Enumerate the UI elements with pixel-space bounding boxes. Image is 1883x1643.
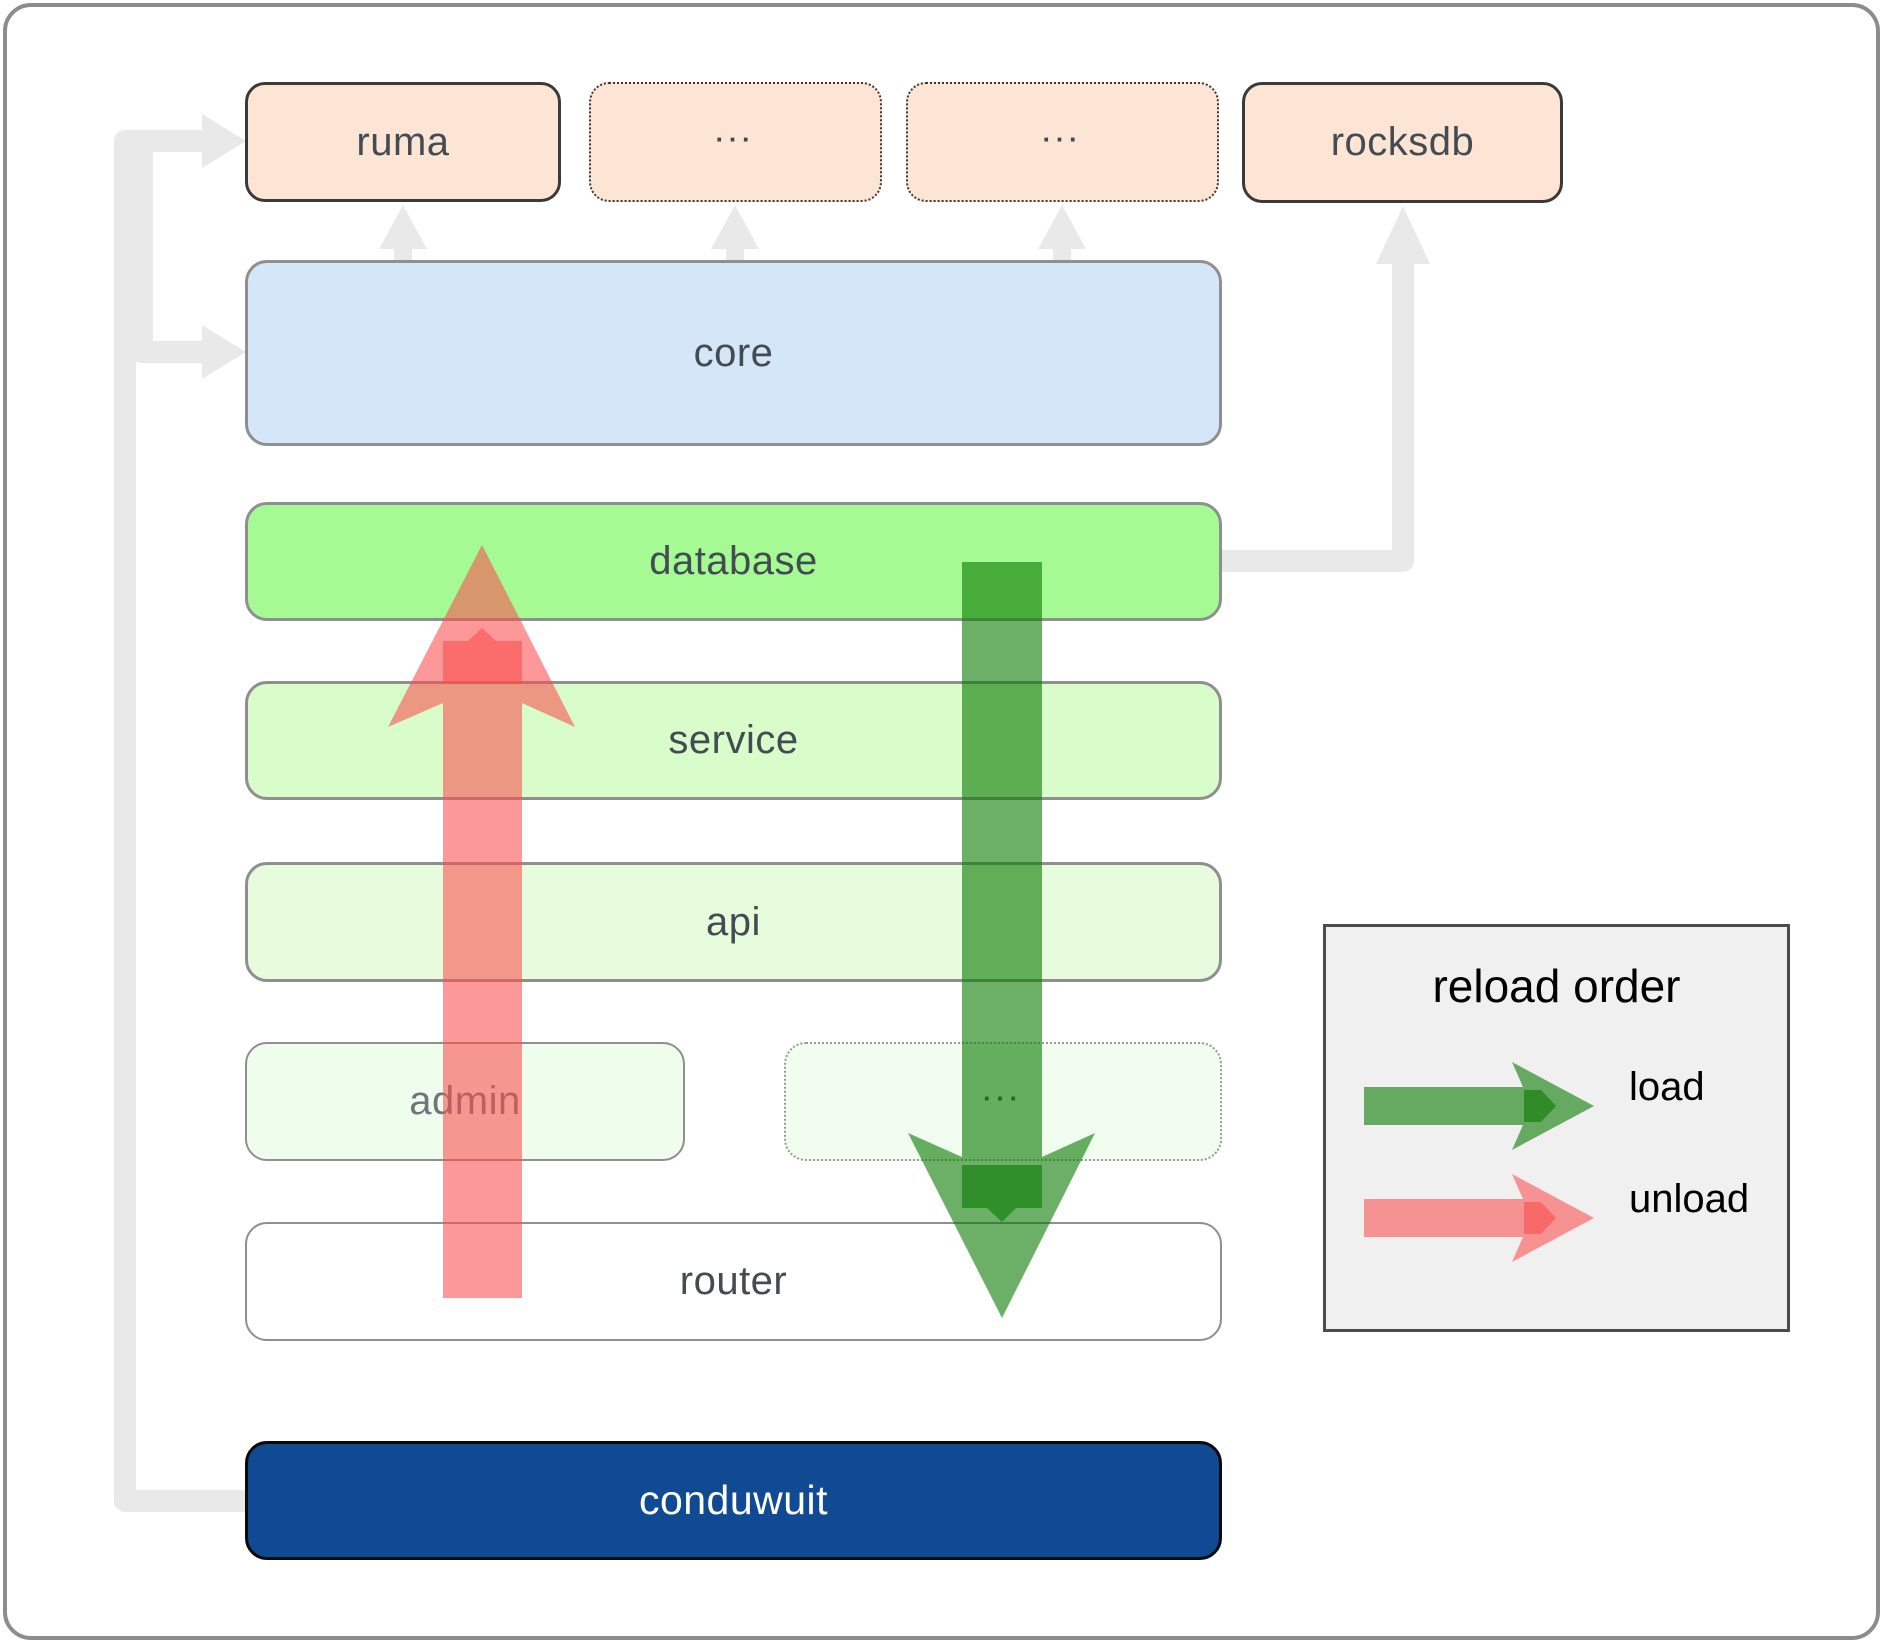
node-database-label: database [649,539,818,583]
node-admin-label: admin [409,1079,521,1123]
node-rocksdb: rocksdb [1242,82,1563,203]
node-core-label: core [693,330,774,375]
legend-panel: reload order load unload [1323,924,1790,1332]
node-database: database [245,502,1222,621]
node-dependency-more-1: ... [589,82,882,202]
node-service-label: service [668,718,799,762]
legend-title: reload order [1432,960,1681,1012]
node-service: service [245,681,1222,800]
node-conduwuit: conduwuit [245,1441,1222,1560]
node-ruma: ruma [245,82,561,202]
node-dependency-more-1-label: ... [715,117,756,148]
node-dependency-more-2: ... [906,82,1219,202]
node-router: router [245,1222,1222,1341]
node-api: api [245,862,1222,982]
node-ruma-label: ruma [356,119,450,164]
node-admin: admin [245,1042,685,1161]
outer-border [3,3,1880,1640]
node-dependency-more-2-label: ... [1042,117,1083,148]
node-router-label: router [679,1259,788,1303]
node-api-label: api [706,899,761,944]
legend-load-label: load [1629,1065,1705,1109]
legend-unload-label: unload [1629,1177,1750,1221]
node-service-more-label: ... [983,1076,1023,1107]
node-core: core [245,260,1222,446]
node-conduwuit-label: conduwuit [638,1477,829,1523]
node-rocksdb-label: rocksdb [1330,120,1475,164]
node-service-more: ... [784,1042,1222,1161]
